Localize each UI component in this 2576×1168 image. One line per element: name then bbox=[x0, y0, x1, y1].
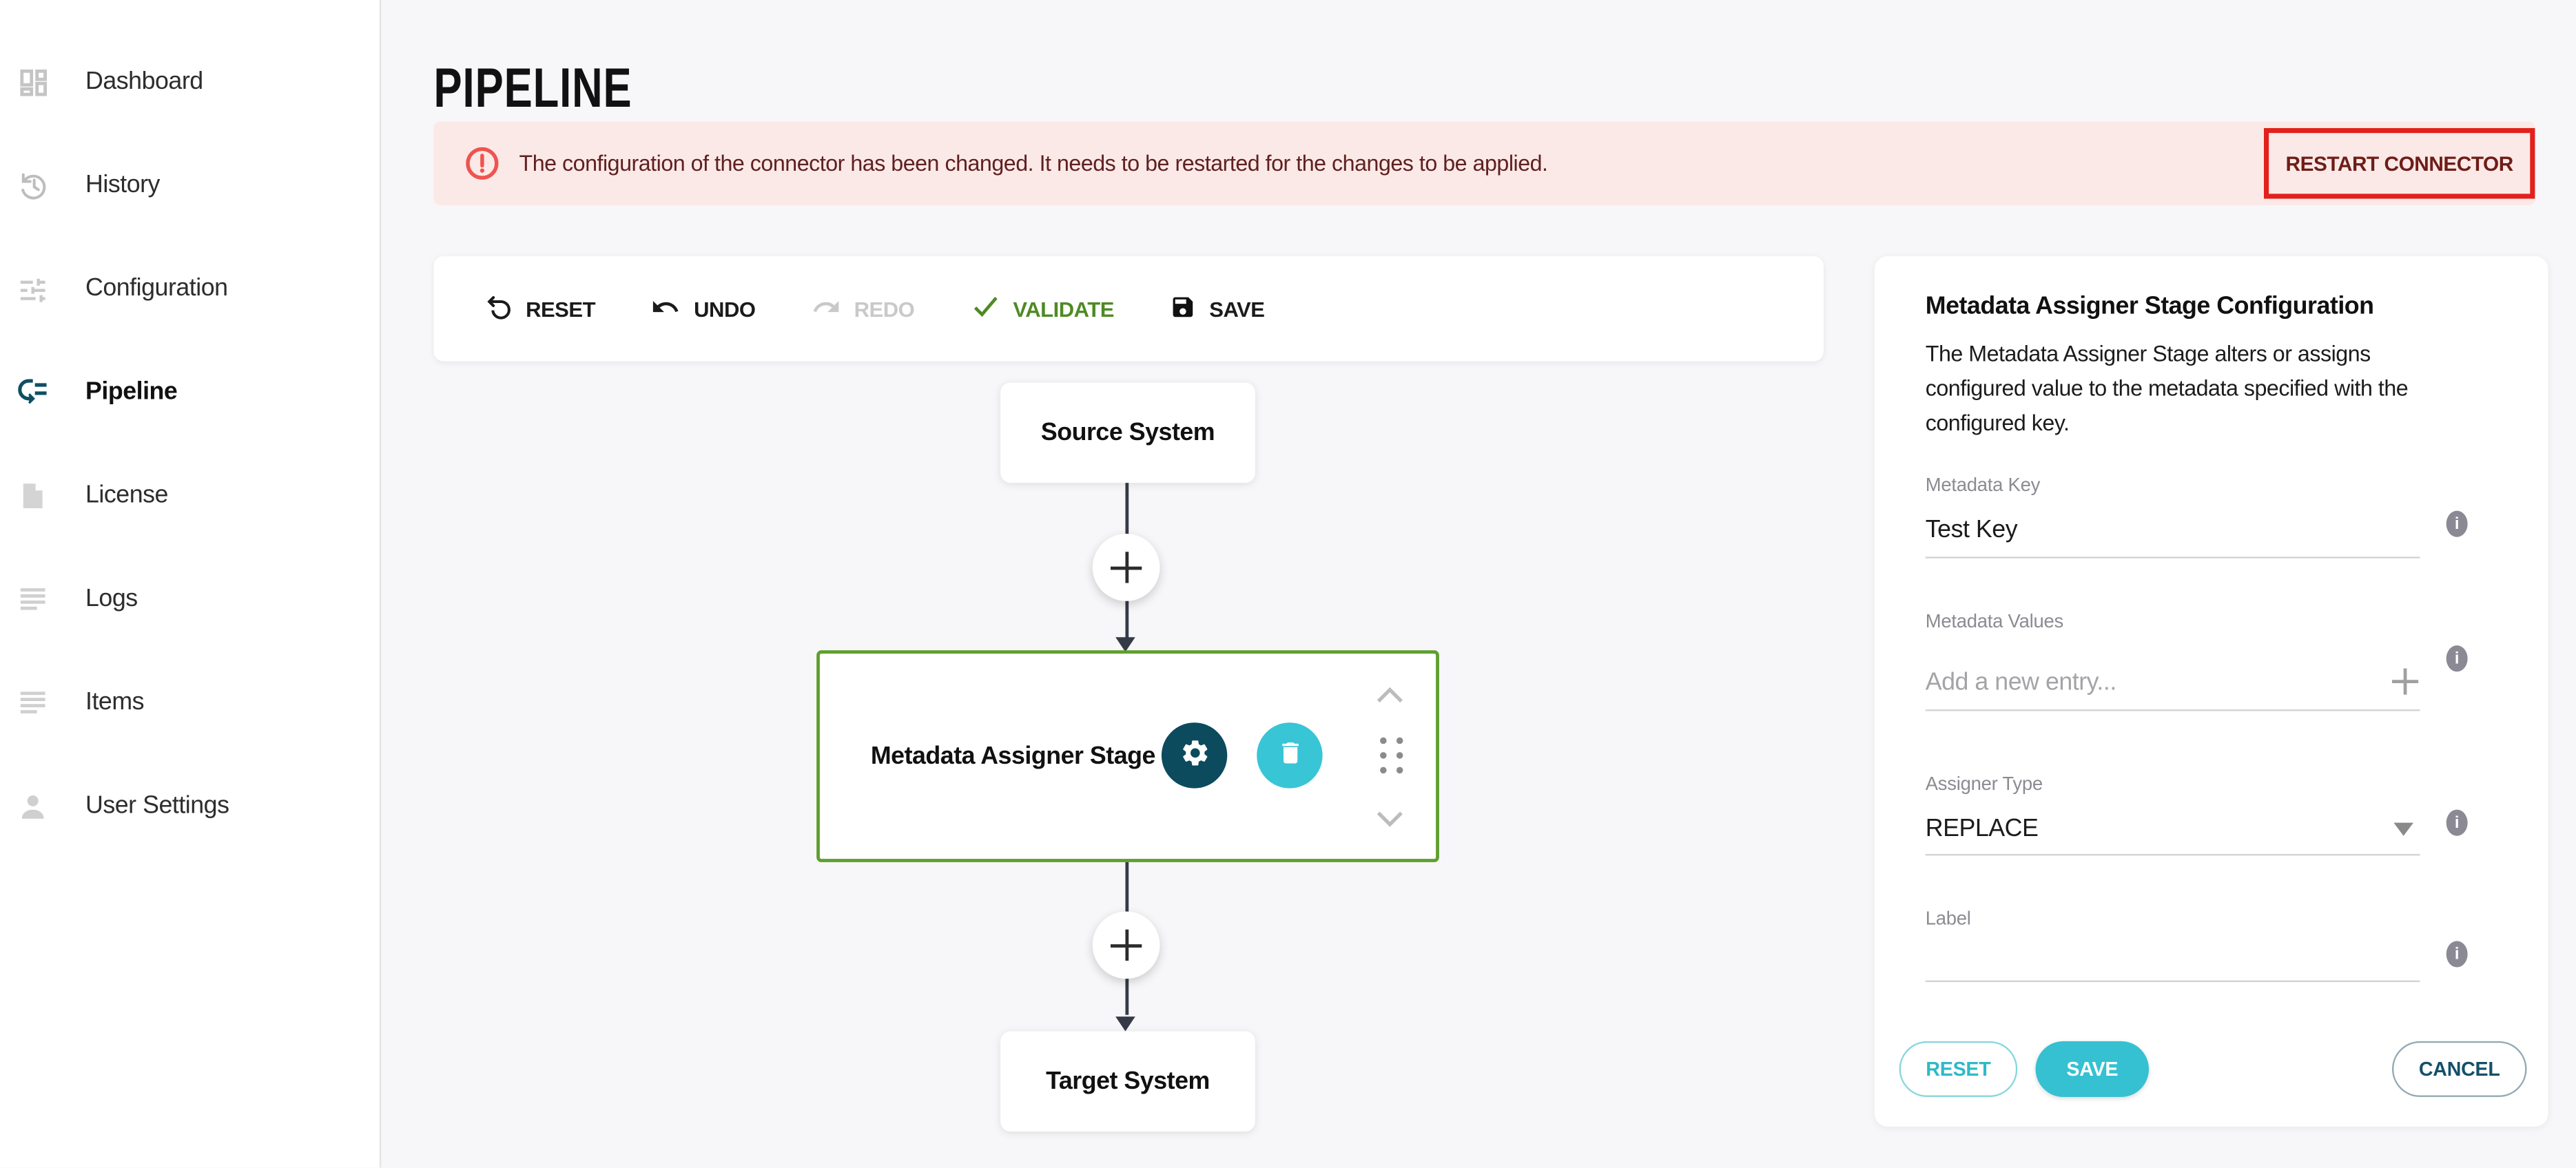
warning-icon bbox=[465, 146, 499, 180]
metadata-assigner-stage-node[interactable]: Metadata Assigner Stage bbox=[816, 650, 1439, 862]
alert-message: The configuration of the connector has b… bbox=[519, 151, 1548, 176]
lines-icon bbox=[14, 581, 50, 616]
save-button[interactable]: SAVE bbox=[1170, 293, 1265, 324]
stage-settings-button[interactable] bbox=[1161, 722, 1228, 789]
stage-config-panel: Metadata Assigner Stage Configuration Th… bbox=[1874, 255, 2548, 1127]
metadata-values-input[interactable] bbox=[1925, 668, 2353, 697]
pipeline-toolbar: RESET UNDO REDO VALIDATE SAVE bbox=[433, 255, 1824, 362]
stage-delete-button[interactable] bbox=[1257, 722, 1323, 789]
restart-alert-banner: The configuration of the connector has b… bbox=[433, 121, 2535, 206]
add-stage-button-top[interactable] bbox=[1092, 533, 1160, 601]
sidebar-item-user-settings[interactable]: User Settings bbox=[0, 754, 380, 857]
sidebar-item-label: Items bbox=[85, 688, 145, 716]
panel-title: Metadata Assigner Stage Configuration bbox=[1925, 292, 2374, 320]
stage-label-input[interactable] bbox=[1925, 941, 2420, 969]
assigner-type-value: REPLACE bbox=[1925, 814, 2039, 843]
trash-icon bbox=[1276, 739, 1304, 772]
move-stage-up-button[interactable] bbox=[1375, 683, 1405, 703]
assigner-type-select[interactable]: REPLACE bbox=[1925, 804, 2420, 856]
add-entry-button[interactable] bbox=[2391, 667, 2420, 696]
target-system-node[interactable]: Target System bbox=[1000, 1031, 1255, 1132]
user-icon bbox=[14, 787, 50, 823]
dashboard-icon bbox=[14, 63, 50, 99]
drag-handle-icon[interactable] bbox=[1380, 737, 1403, 774]
restart-connector-button[interactable]: RESTART CONNECTOR bbox=[2263, 127, 2535, 199]
assigner-type-label: Assigner Type bbox=[1925, 775, 2043, 795]
metadata-key-input[interactable] bbox=[1925, 515, 2420, 544]
sidebar-item-label: License bbox=[85, 481, 168, 510]
validate-button[interactable]: VALIDATE bbox=[970, 291, 1114, 326]
panel-description: The Metadata Assigner Stage alters or as… bbox=[1925, 341, 2409, 435]
panel-cancel-button[interactable]: CANCEL bbox=[2391, 1041, 2527, 1097]
page-title: PIPELINE bbox=[433, 56, 632, 120]
sidebar-item-pipeline[interactable]: Pipeline bbox=[0, 340, 380, 444]
sidebar-item-items[interactable]: Items bbox=[0, 650, 380, 753]
sidebar-item-dashboard[interactable]: Dashboard bbox=[0, 30, 380, 133]
history-icon bbox=[14, 167, 50, 202]
sidebar-item-license[interactable]: License bbox=[0, 444, 380, 547]
check-icon bbox=[970, 291, 1000, 326]
sidebar-item-label: Pipeline bbox=[85, 377, 178, 406]
stage-label-field-row bbox=[1925, 932, 2420, 982]
rotate-ccw-icon bbox=[484, 292, 513, 325]
pipeline-icon bbox=[14, 373, 50, 409]
redo-button[interactable]: REDO bbox=[812, 291, 915, 326]
info-icon[interactable]: i bbox=[2446, 809, 2468, 836]
redo-icon bbox=[812, 291, 841, 326]
metadata-values-label: Metadata Values bbox=[1925, 612, 2063, 633]
sliders-icon bbox=[14, 270, 50, 306]
move-stage-down-button[interactable] bbox=[1375, 808, 1405, 828]
sidebar-item-label: Dashboard bbox=[85, 67, 203, 96]
sidebar-item-label: Logs bbox=[85, 584, 138, 613]
gear-icon bbox=[1179, 738, 1210, 773]
info-icon[interactable]: i bbox=[2446, 645, 2468, 672]
chevron-down-icon bbox=[2393, 822, 2413, 836]
connector-arrowhead bbox=[1115, 637, 1135, 652]
info-icon[interactable]: i bbox=[2446, 510, 2468, 537]
source-system-node[interactable]: Source System bbox=[1000, 382, 1255, 483]
sidebar: Dashboard History Configuration Pipeline… bbox=[0, 0, 382, 1168]
sidebar-item-label: User Settings bbox=[85, 791, 229, 820]
connector-arrowhead bbox=[1115, 1016, 1135, 1032]
sidebar-item-history[interactable]: History bbox=[0, 133, 380, 236]
stage-label-label: Label bbox=[1925, 910, 1971, 930]
info-icon[interactable]: i bbox=[2446, 941, 2468, 968]
add-stage-button-bottom[interactable] bbox=[1092, 911, 1160, 979]
floppy-icon bbox=[1170, 293, 1196, 324]
undo-icon bbox=[651, 291, 681, 326]
metadata-values-field-row bbox=[1925, 650, 2420, 711]
sidebar-item-label: History bbox=[85, 170, 160, 199]
lines-icon bbox=[14, 684, 50, 720]
document-icon bbox=[14, 477, 50, 513]
metadata-key-label: Metadata Key bbox=[1925, 476, 2041, 497]
undo-button[interactable]: UNDO bbox=[651, 291, 756, 326]
sidebar-item-logs[interactable]: Logs bbox=[0, 547, 380, 650]
sidebar-item-label: Configuration bbox=[85, 274, 228, 302]
sidebar-item-configuration[interactable]: Configuration bbox=[0, 236, 380, 340]
stage-label: Metadata Assigner Stage bbox=[870, 742, 1156, 771]
panel-reset-button[interactable]: RESET bbox=[1899, 1041, 2018, 1097]
panel-save-button[interactable]: SAVE bbox=[2035, 1041, 2150, 1097]
metadata-key-field-row bbox=[1925, 505, 2420, 559]
reset-button[interactable]: RESET bbox=[484, 292, 596, 325]
